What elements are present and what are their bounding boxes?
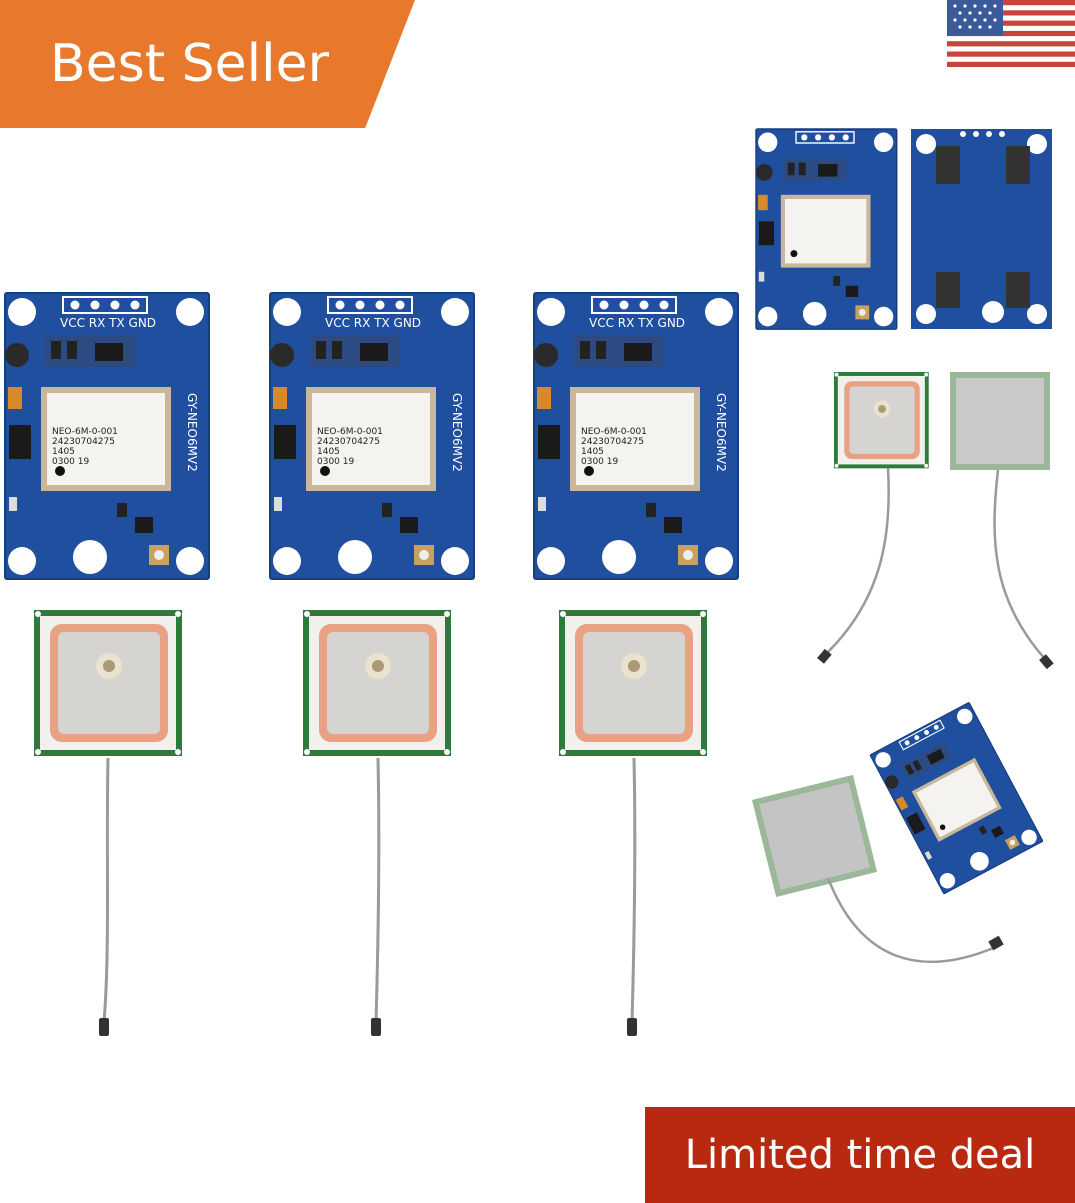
side-label: GY-NEO6MV2	[450, 393, 464, 472]
chip-line-2: 24230704275	[317, 437, 380, 447]
module-front-small	[755, 128, 898, 330]
chip-line-3: 1405	[317, 447, 340, 457]
chip-line-1: NEO-6M-0-001	[317, 427, 383, 437]
chip-line-3: 1405	[52, 447, 75, 457]
assembled-module-antenna	[752, 701, 1044, 964]
chip-line-1: NEO-6M-0-001	[52, 427, 118, 437]
limited-deal-label: Limited time deal	[684, 1132, 1036, 1178]
pin-labels: VCC RX TX GND	[60, 316, 156, 330]
chip-line-2: 24230704275	[52, 437, 115, 447]
board-1-labels: VCC RX TX GND GY-NEO6MV2 NEO-6M-0-001 24…	[52, 316, 199, 472]
pin-labels: VCC RX TX GND	[325, 316, 421, 330]
module-back-small	[911, 129, 1052, 329]
side-label: GY-NEO6MV2	[714, 393, 728, 472]
board-2-labels: VCC RX TX GND GY-NEO6MV2 NEO-6M-0-001 24…	[317, 316, 464, 472]
us-flag-icon	[947, 0, 1075, 67]
best-seller-badge: Best Seller	[0, 0, 415, 128]
chip-line-4: 0300 19	[317, 457, 354, 467]
antenna-back-small	[950, 372, 1054, 670]
pin-labels: VCC RX TX GND	[589, 316, 685, 330]
board-3-labels: VCC RX TX GND GY-NEO6MV2 NEO-6M-0-001 24…	[581, 316, 728, 472]
chip-line-3: 1405	[581, 447, 604, 457]
patch-antenna-3	[559, 610, 707, 1036]
chip-line-4: 0300 19	[52, 457, 89, 467]
antenna-front-small	[817, 372, 929, 664]
chip-line-1: NEO-6M-0-001	[581, 427, 647, 437]
patch-antenna-2	[303, 610, 451, 1036]
chip-line-2: 24230704275	[581, 437, 644, 447]
chip-line-4: 0300 19	[581, 457, 618, 467]
side-label: GY-NEO6MV2	[185, 393, 199, 472]
limited-time-deal-badge: Limited time deal	[645, 1107, 1075, 1203]
best-seller-label: Best Seller	[50, 34, 329, 94]
patch-antenna-1	[34, 610, 182, 1036]
